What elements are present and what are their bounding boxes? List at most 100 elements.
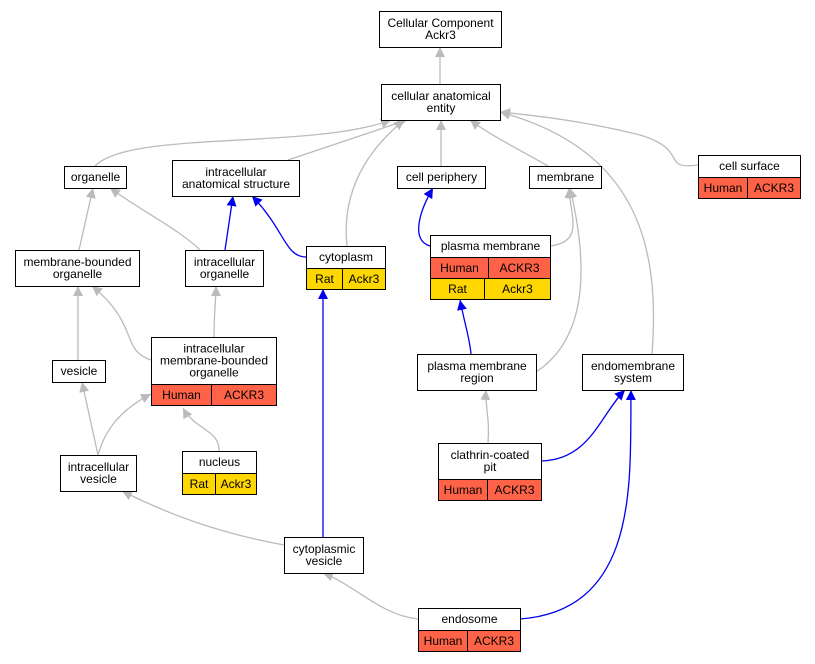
species-label: Human bbox=[162, 388, 201, 402]
edge-membrane-to-cae bbox=[469, 119, 549, 167]
node-box bbox=[417, 354, 537, 391]
node-label: plasma membrane bbox=[427, 359, 527, 373]
gene-label: Ackr3 bbox=[349, 272, 380, 286]
node-label: anatomical structure bbox=[182, 177, 290, 191]
species-label: Rat bbox=[448, 282, 467, 296]
species-label: Rat bbox=[190, 477, 209, 491]
node-box bbox=[438, 443, 542, 480]
gene-label: ACKR3 bbox=[474, 634, 514, 648]
node-box bbox=[15, 250, 140, 287]
edge-ccp-to-pmr bbox=[480, 389, 491, 444]
node-label: plasma membrane bbox=[441, 239, 541, 253]
node-box bbox=[60, 455, 137, 492]
gene-label: ACKR3 bbox=[754, 181, 794, 195]
node-label: intracellular bbox=[183, 342, 244, 356]
node-box bbox=[397, 166, 486, 189]
node-label: clathrin-coated bbox=[451, 448, 530, 462]
edge-iv-to-vesicle bbox=[79, 381, 99, 456]
gene-label: ACKR3 bbox=[499, 261, 539, 275]
edge-pmr-to-membrane bbox=[535, 187, 582, 373]
node-label: region bbox=[460, 371, 493, 385]
node-cellperiph[interactable]: cell periphery bbox=[397, 166, 486, 189]
node-box bbox=[381, 84, 501, 121]
node-box bbox=[185, 250, 264, 287]
edge-pmr-to-pm bbox=[457, 299, 472, 355]
edge-imbo-to-io bbox=[210, 285, 221, 338]
tag-box bbox=[438, 479, 542, 501]
species-label: Human bbox=[444, 483, 483, 497]
node-label: Ackr3 bbox=[425, 28, 456, 42]
node-imbo[interactable]: intracellularmembrane-boundedorganelleHu… bbox=[151, 337, 277, 406]
gene-label: ACKR3 bbox=[224, 388, 264, 402]
species-tag-rat: Rat Ackr3 bbox=[182, 473, 257, 495]
node-box bbox=[172, 160, 300, 197]
node-box bbox=[151, 337, 277, 385]
node-box bbox=[582, 354, 684, 391]
tag-box bbox=[182, 473, 257, 495]
edge-cv-to-iv bbox=[121, 490, 285, 546]
node-membrane[interactable]: membrane bbox=[529, 166, 602, 189]
node-label: organelle bbox=[200, 267, 250, 281]
node-label: entity bbox=[427, 101, 456, 115]
edge-cytoplasm-to-ias bbox=[251, 195, 307, 258]
node-label: cell periphery bbox=[406, 170, 477, 184]
node-vesicle[interactable]: vesicle bbox=[52, 360, 106, 383]
node-label: endosome bbox=[441, 612, 497, 626]
edge-pm-to-cellperiph bbox=[418, 187, 434, 247]
gene-label: ACKR3 bbox=[494, 483, 534, 497]
edge-cytoplasm-to-cae bbox=[345, 119, 405, 247]
edge-pm-to-membrane bbox=[549, 187, 575, 247]
tag-box bbox=[151, 384, 277, 406]
node-label: vesicle bbox=[61, 364, 98, 378]
edge-nucleus-to-imbo bbox=[182, 407, 220, 452]
node-label: cytoplasmic bbox=[293, 542, 356, 556]
node-box bbox=[64, 166, 127, 189]
tag-box bbox=[698, 177, 801, 199]
node-box bbox=[52, 360, 106, 383]
edge-organelle-to-cae bbox=[94, 118, 392, 167]
node-label: pit bbox=[484, 460, 497, 474]
node-box bbox=[284, 537, 364, 574]
gene-label: Ackr3 bbox=[502, 282, 533, 296]
gene-label: Ackr3 bbox=[221, 477, 252, 491]
node-label: membrane bbox=[537, 170, 595, 184]
node-label: cellular anatomical bbox=[391, 89, 490, 103]
node-label: Cellular Component bbox=[387, 16, 494, 30]
edge-ems-to-cae bbox=[499, 109, 655, 355]
node-label: endomembrane bbox=[591, 359, 675, 373]
node-label: nucleus bbox=[199, 455, 240, 469]
edge-endosome-to-cv bbox=[322, 571, 419, 620]
node-label: membrane-bounded bbox=[23, 255, 131, 269]
node-label: membrane-bounded bbox=[160, 354, 268, 368]
species-label: Human bbox=[704, 181, 743, 195]
node-label: intracellular bbox=[68, 460, 129, 474]
node-label: vesicle bbox=[306, 554, 343, 568]
node-label: organelle bbox=[71, 170, 121, 184]
species-label: Human bbox=[440, 261, 479, 275]
node-label: intracellular bbox=[205, 165, 266, 179]
tag-box bbox=[418, 630, 521, 652]
edge-iv-to-imbo bbox=[97, 393, 152, 456]
edge-endosome-to-ems bbox=[519, 389, 636, 620]
node-organelle[interactable]: organelle bbox=[64, 166, 127, 189]
node-label: cell surface bbox=[719, 159, 780, 173]
node-label: system bbox=[614, 371, 652, 385]
